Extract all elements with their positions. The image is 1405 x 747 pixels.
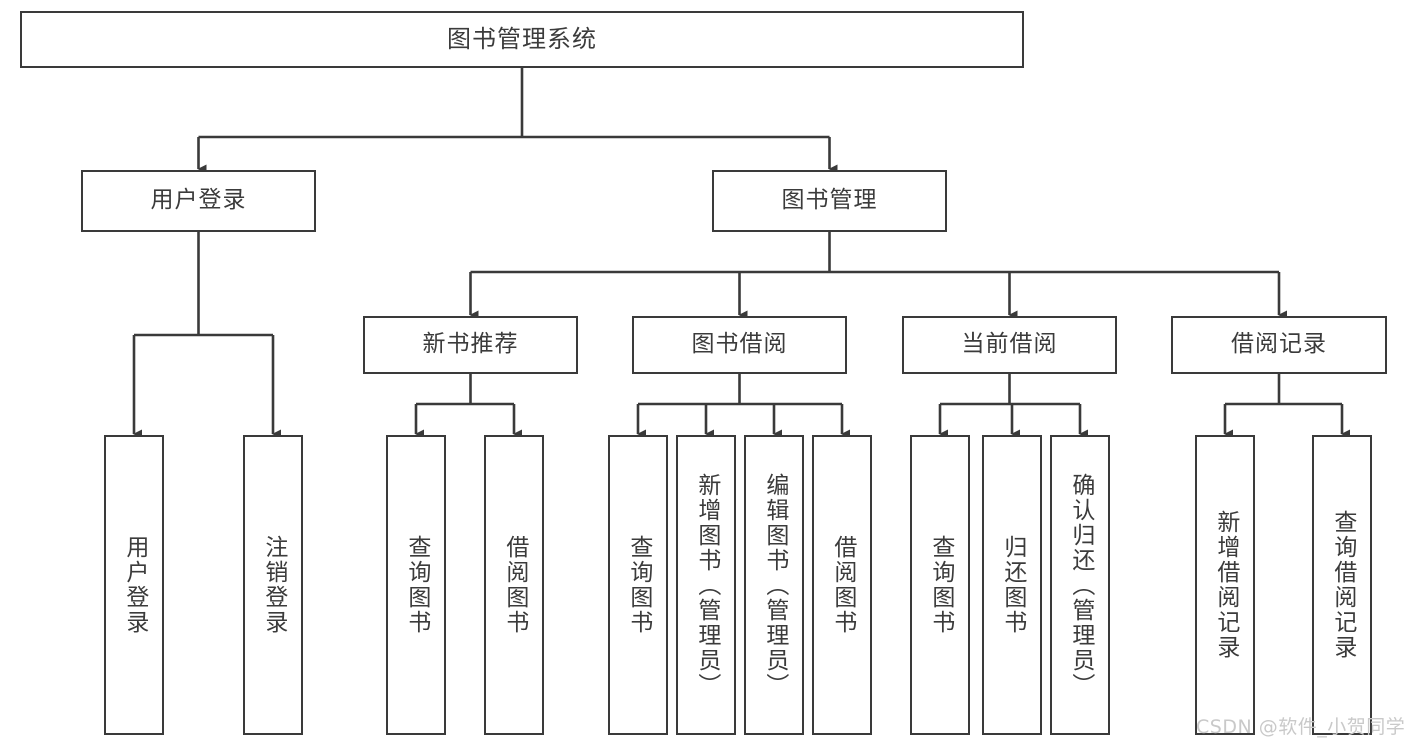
node-leaf-borrow-4[interactable]: 借阅图书 bbox=[812, 435, 872, 735]
node-leaf-new-1[interactable]: 查询图书 bbox=[386, 435, 446, 735]
node-leaf-new-2[interactable]: 借阅图书 bbox=[484, 435, 544, 735]
node-current[interactable]: 当前借阅 bbox=[902, 316, 1117, 374]
node-leaf-borrow-2[interactable]: 新增图书（管理员） bbox=[676, 435, 736, 735]
node-newbook[interactable]: 新书推荐 bbox=[363, 316, 578, 374]
node-leaf-cur-1[interactable]: 查询图书 bbox=[910, 435, 970, 735]
node-root[interactable]: 图书管理系统 bbox=[20, 11, 1024, 68]
node-bookmgmt[interactable]: 图书管理 bbox=[712, 170, 947, 232]
node-leaf-login-1[interactable]: 用户登录 bbox=[104, 435, 164, 735]
node-login[interactable]: 用户登录 bbox=[81, 170, 316, 232]
node-leaf-cur-2[interactable]: 归还图书 bbox=[982, 435, 1042, 735]
node-leaf-borrow-3[interactable]: 编辑图书（管理员） bbox=[744, 435, 804, 735]
node-borrow[interactable]: 图书借阅 bbox=[632, 316, 847, 374]
node-leaf-borrow-1[interactable]: 查询图书 bbox=[608, 435, 668, 735]
node-records[interactable]: 借阅记录 bbox=[1171, 316, 1387, 374]
node-leaf-login-2[interactable]: 注销登录 bbox=[243, 435, 303, 735]
node-leaf-cur-3[interactable]: 确认归还（管理员） bbox=[1050, 435, 1110, 735]
node-leaf-rec-1[interactable]: 新增借阅记录 bbox=[1195, 435, 1255, 735]
node-leaf-rec-2[interactable]: 查询借阅记录 bbox=[1312, 435, 1372, 735]
csdn-watermark: CSDN @软件_小贺同学 bbox=[1196, 716, 1405, 738]
